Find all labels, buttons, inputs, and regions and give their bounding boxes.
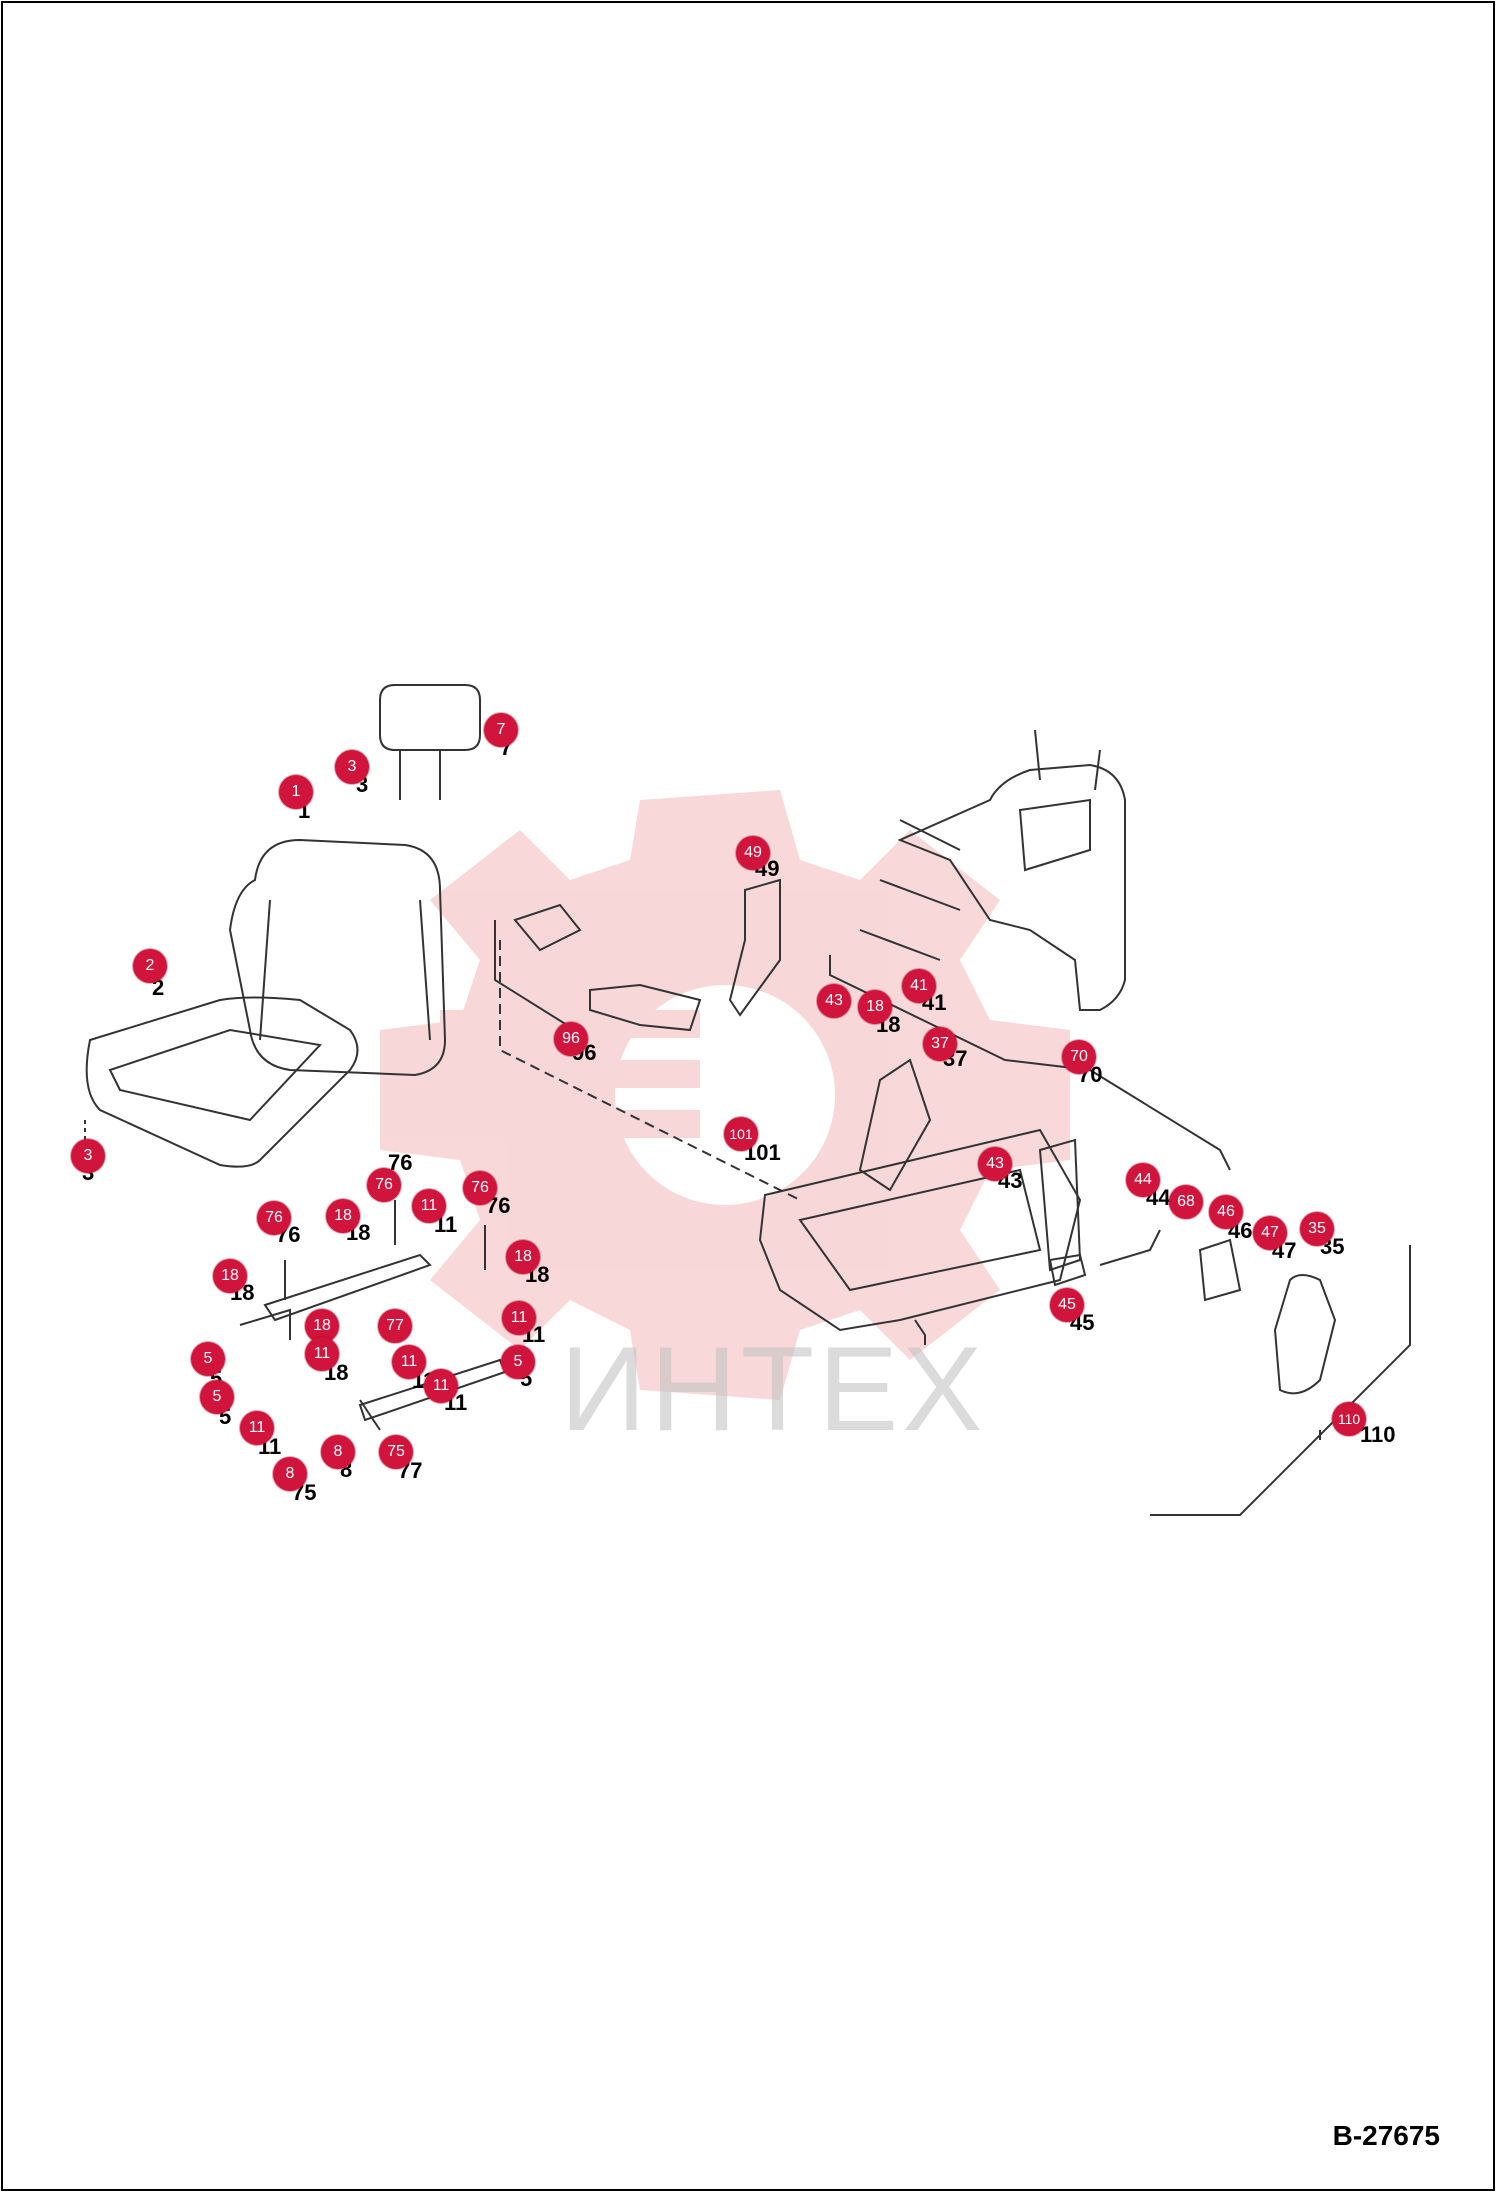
side-cover-shape [1273, 1274, 1337, 1395]
callout-46[interactable]: 46 [1209, 1195, 1243, 1229]
watermark-gear-icon [380, 790, 1070, 1400]
callout-11[interactable]: 11 [392, 1345, 426, 1379]
back-frame-shape [897, 763, 1126, 1011]
callout-41[interactable]: 41 [902, 969, 936, 1003]
callout-43[interactable]: 43 [978, 1147, 1012, 1181]
callout-3[interactable]: 3 [71, 1139, 105, 1173]
callout-76[interactable]: 76 [257, 1201, 291, 1235]
callout-3[interactable]: 3 [335, 750, 369, 784]
callout-11[interactable]: 11 [412, 1189, 446, 1223]
callout-18[interactable]: 18 [213, 1259, 247, 1293]
callout-18[interactable]: 18 [506, 1240, 540, 1274]
callout-44[interactable]: 44 [1126, 1163, 1160, 1197]
callout-101[interactable]: 101 [724, 1117, 758, 1151]
backrest-shape [228, 838, 447, 1077]
callout-11[interactable]: 11 [240, 1411, 274, 1445]
headrest-shape [379, 684, 481, 751]
callout-18[interactable]: 18 [326, 1199, 360, 1233]
callout-5[interactable]: 5 [200, 1380, 234, 1414]
callout-11[interactable]: 11 [305, 1337, 339, 1371]
callout-2[interactable]: 2 [133, 949, 167, 983]
part-number-110: 110 [1360, 1422, 1396, 1447]
callout-7[interactable]: 7 [484, 713, 518, 747]
callout-18[interactable]: 18 [858, 990, 892, 1024]
callout-96[interactable]: 96 [554, 1022, 588, 1056]
document-code: B-27675 [1332, 2120, 1440, 2151]
callout-70[interactable]: 70 [1062, 1040, 1096, 1074]
callout-45[interactable]: 45 [1050, 1288, 1084, 1322]
callout-11[interactable]: 11 [502, 1301, 536, 1335]
callout-5[interactable]: 5 [501, 1345, 535, 1379]
seat-cushion-shape [85, 996, 359, 1168]
callout-49[interactable]: 49 [736, 836, 770, 870]
callout-5[interactable]: 5 [191, 1342, 225, 1376]
callout-43[interactable]: 43 [817, 984, 851, 1018]
callout-47[interactable]: 47 [1253, 1216, 1287, 1250]
watermark-brand-text: ИНТЕХ [560, 1322, 987, 1456]
callout-1[interactable]: 1 [279, 775, 313, 809]
callout-11[interactable]: 11 [424, 1369, 458, 1403]
seat-base-frame-shape [758, 1128, 1082, 1332]
callout-76[interactable]: 76 [367, 1168, 401, 1202]
callout-37[interactable]: 37 [923, 1027, 957, 1061]
callout-76[interactable]: 76 [463, 1171, 497, 1205]
callout-8[interactable]: 8 [321, 1435, 355, 1469]
callout-110[interactable]: 110 [1332, 1402, 1366, 1436]
line-art [84, 684, 1411, 1516]
callout-8[interactable]: 8 [273, 1457, 307, 1491]
callout-35[interactable]: 35 [1300, 1212, 1334, 1246]
callout-77[interactable]: 77 [378, 1309, 412, 1343]
callout-68[interactable]: 68 [1169, 1185, 1203, 1219]
callout-75[interactable]: 75 [379, 1435, 413, 1469]
